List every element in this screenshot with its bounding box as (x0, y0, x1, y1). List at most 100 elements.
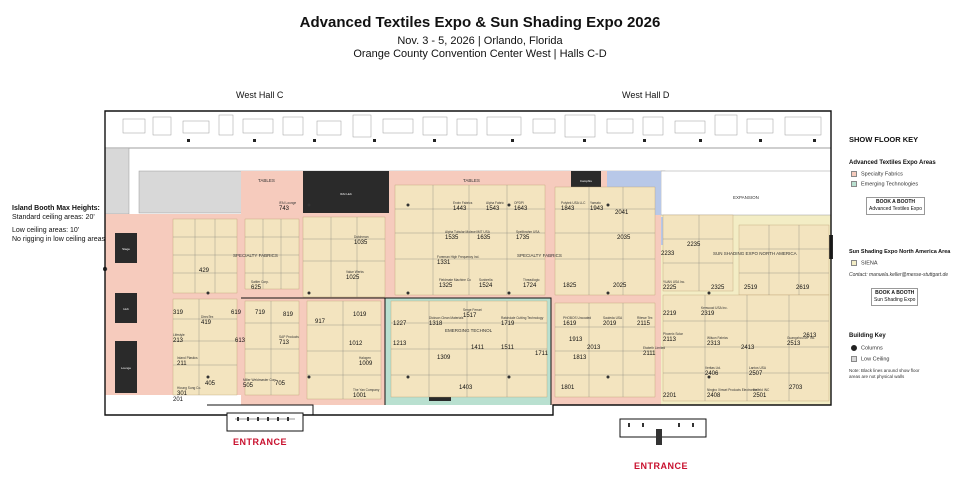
booth-number: 2519 (744, 285, 758, 291)
booth-1813[interactable]: 1813 (573, 355, 587, 361)
booth-1331[interactable]: Foreman High Frequency Ind.1331 (437, 255, 479, 266)
booth-1227[interactable]: 1227 (393, 321, 407, 327)
booth-2025[interactable]: 2025 (613, 283, 627, 289)
booth-1012[interactable]: 1012 (349, 341, 363, 347)
booth-2613[interactable]: 2613 (803, 333, 817, 339)
booth-number: 1511 (501, 345, 515, 351)
booth-705[interactable]: 705 (275, 381, 286, 387)
booth-number: 1318 (429, 321, 443, 327)
booth-1019[interactable]: 1019 (353, 312, 367, 318)
booth-2041[interactable]: 2041 (615, 210, 629, 216)
booth-319[interactable]: 319 (173, 310, 184, 316)
booth-1801[interactable]: 1801 (561, 385, 575, 391)
low-ceiling-northwest (104, 147, 130, 215)
booth-1213[interactable]: 1213 (393, 341, 407, 347)
booth-2235[interactable]: 2235 (687, 242, 701, 248)
booth-719[interactable]: 719 (255, 310, 266, 316)
booth-613[interactable]: 613 (235, 338, 246, 344)
key-columns-label: Columns (861, 345, 883, 352)
booth-405[interactable]: 405 (205, 381, 216, 387)
booth-625[interactable]: Sattler Corp.625 (251, 280, 269, 291)
booth-2519[interactable]: 2519 (744, 285, 758, 291)
booth-exhibitor-name: PHOBOS Uncoated (563, 316, 591, 320)
booth-2319[interactable]: Kenwood USA Inc.2319 (701, 306, 728, 317)
booth-917[interactable]: 917 (315, 319, 326, 325)
booth-1403[interactable]: 1403 (459, 385, 473, 391)
booth-1511[interactable]: 1511 (501, 345, 515, 351)
booth-1309[interactable]: 1309 (437, 355, 451, 361)
booth-429[interactable]: 429 (199, 268, 210, 274)
booth-301[interactable]: Hicung Sung Co.301 (177, 386, 201, 397)
booth-2703[interactable]: 2703 (789, 385, 803, 391)
booth-2413[interactable]: 2413 (741, 345, 755, 351)
siena-swatch (851, 260, 857, 266)
booth-number: 1535 (445, 235, 459, 241)
booth-number: 2235 (687, 242, 701, 248)
booth-2619[interactable]: 2619 (796, 285, 810, 291)
booth-2225[interactable]: YUAN USA Inc.2225 (663, 280, 685, 291)
booth-number: 2113 (663, 337, 677, 343)
booth-201[interactable]: 201 (173, 397, 184, 403)
booth-1825[interactable]: 1825 (563, 283, 577, 289)
booth-1913[interactable]: 1913 (569, 337, 583, 343)
tables-left-label: TABLES (258, 178, 275, 183)
booth-2013[interactable]: 2013 (587, 345, 601, 351)
booth-1711[interactable]: 1711 (535, 351, 549, 357)
booth-exhibitor-name: Threadlogic (523, 278, 540, 282)
booth-exhibitor-name: Dickson Clean Materials (429, 316, 464, 320)
booth-exhibitor-name: Sattler Corp. (251, 280, 269, 284)
booth-exhibitor-name: Guangzhou MP Inc. (787, 336, 815, 340)
floor-plan-map[interactable]: IFAI Hub Campfire Campfire SSE SSE Stage… (103, 109, 833, 417)
booth-2201[interactable]: 2201 (663, 393, 677, 399)
booth-2219[interactable]: 2219 (663, 311, 677, 317)
booth-2233[interactable]: 2233 (661, 251, 675, 257)
booth-619[interactable]: 619 (231, 310, 242, 316)
booth-2406[interactable]: Veritas Ltd.2406 (705, 366, 721, 377)
booth-number: 319 (173, 310, 184, 316)
booth-1411[interactable]: 1411 (471, 345, 485, 351)
booth-number: 2225 (663, 285, 677, 291)
booth-number: 1635 (477, 235, 491, 241)
booth-819[interactable]: 819 (283, 312, 294, 318)
booth-505[interactable]: Miller Weldmaster Corp.505 (243, 378, 277, 389)
booth-2325[interactable]: 2325 (711, 285, 725, 291)
booth-2513[interactable]: Guangzhou MP Inc.2513 (787, 336, 815, 347)
booth-2035[interactable]: 2035 (617, 235, 631, 241)
book-sse-button-line1: BOOK A BOOTH (875, 290, 915, 296)
